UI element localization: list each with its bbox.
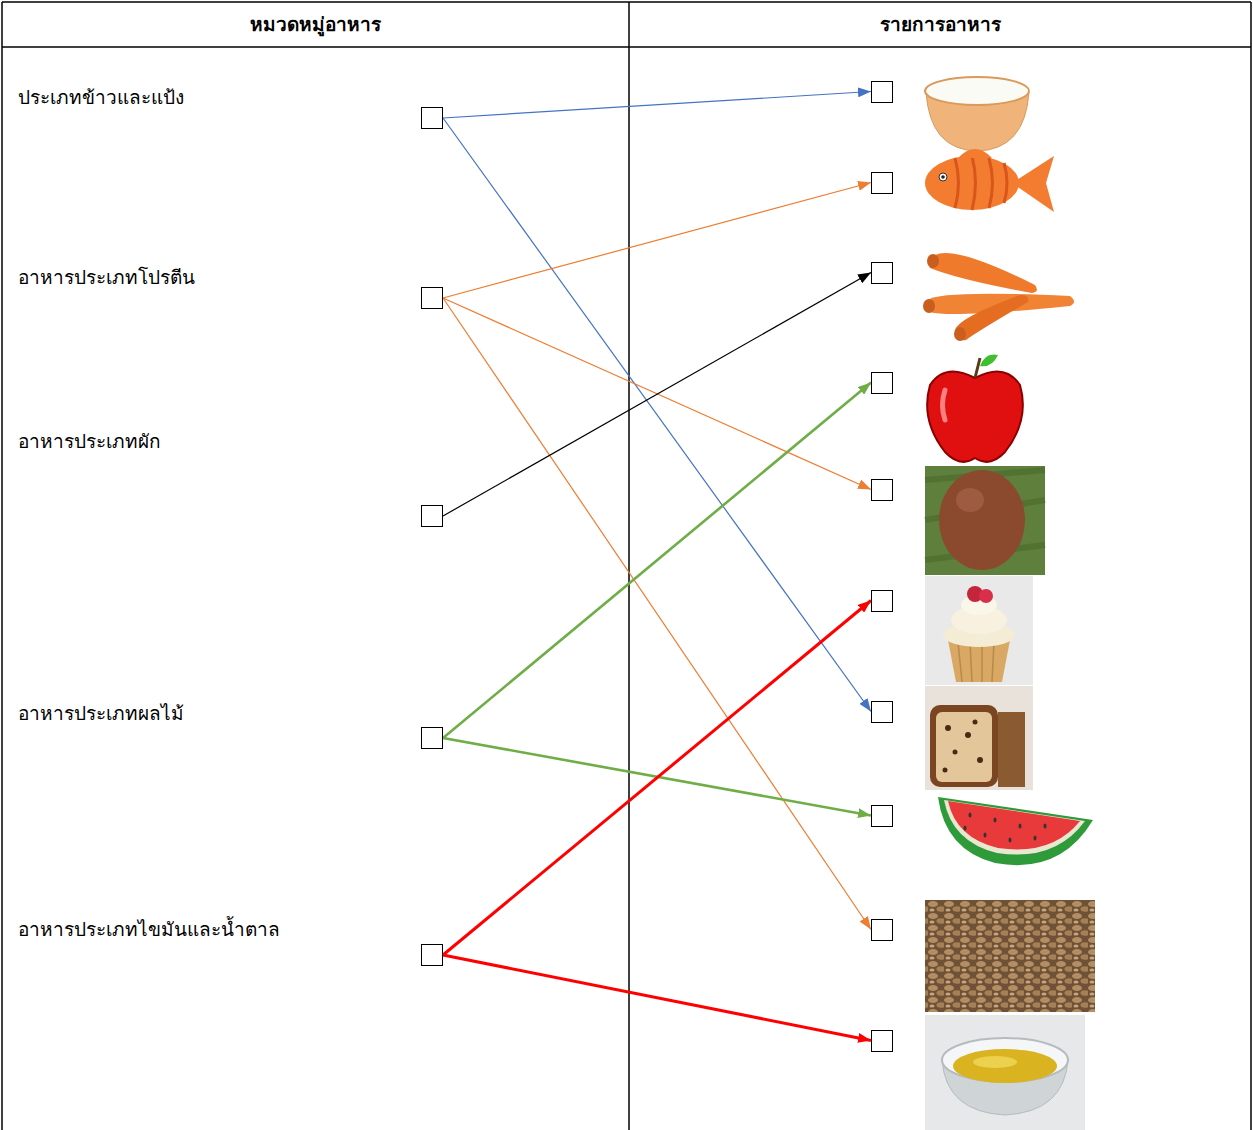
- match-arrow: [443, 118, 871, 712]
- watermelon-picture: [938, 797, 1093, 865]
- checkbox-square: [871, 701, 893, 723]
- fish-picture: [925, 149, 1054, 212]
- checkbox-square: [871, 172, 893, 194]
- peanuts-picture: [925, 900, 1095, 1012]
- match-arrow: [443, 183, 871, 299]
- checkbox-square: [871, 805, 893, 827]
- item-checkbox: [871, 1030, 894, 1053]
- item-checkbox: [871, 479, 894, 502]
- match-arrow: [443, 601, 871, 956]
- checkbox-square: [871, 1030, 893, 1052]
- item-checkbox: [871, 372, 894, 395]
- bread-picture: [925, 686, 1033, 790]
- match-arrow: [443, 273, 871, 517]
- category-row: อาหารประเภทโปรตีน: [18, 264, 443, 310]
- checkbox-square: [421, 107, 443, 129]
- apple-picture: [927, 354, 1023, 461]
- checkbox-square: [421, 727, 443, 749]
- category-label: อาหารประเภทผลไม้: [18, 700, 184, 726]
- category-row: อาหารประเภทผัก: [18, 428, 443, 528]
- match-arrow: [443, 92, 871, 119]
- item-checkbox: [871, 805, 894, 828]
- column-header: หมวดหมู่อาหาร: [2, 11, 629, 37]
- category-row: อาหารประเภทไขมันและน้ำตาล: [18, 916, 443, 967]
- item-checkbox: [871, 81, 894, 104]
- carrot-picture: [923, 253, 1074, 341]
- match-arrow: [443, 383, 871, 739]
- category-row: อาหารประเภทผลไม้: [18, 700, 443, 750]
- checkbox-square: [421, 287, 443, 309]
- item-checkbox: [871, 172, 894, 195]
- category-label: อาหารประเภทโปรตีน: [18, 264, 195, 290]
- category-label: อาหารประเภทไขมันและน้ำตาล: [18, 916, 280, 942]
- checkbox-square: [871, 590, 893, 612]
- column-header: รายการอาหาร: [629, 11, 1251, 37]
- checkbox-square: [871, 81, 893, 103]
- checkbox-square: [421, 944, 443, 966]
- checkbox-square: [871, 479, 893, 501]
- checkbox-square: [871, 262, 893, 284]
- category-row: ประเภทข้าวและแป้ง: [18, 84, 443, 130]
- checkbox-square: [871, 372, 893, 394]
- oil-picture: [925, 1015, 1085, 1130]
- category-label: อาหารประเภทผัก: [18, 428, 161, 454]
- checkbox-square: [871, 919, 893, 941]
- cupcake-picture: [925, 576, 1033, 685]
- item-checkbox: [871, 590, 894, 613]
- bowl-picture: [925, 77, 1029, 151]
- item-checkbox: [871, 262, 894, 285]
- item-checkbox: [871, 701, 894, 724]
- egg-picture: [925, 466, 1045, 575]
- checkbox-square: [421, 505, 443, 527]
- category-label: ประเภทข้าวและแป้ง: [18, 84, 184, 110]
- match-arrow: [443, 298, 871, 930]
- match-arrow: [443, 955, 871, 1041]
- item-checkbox: [871, 919, 894, 942]
